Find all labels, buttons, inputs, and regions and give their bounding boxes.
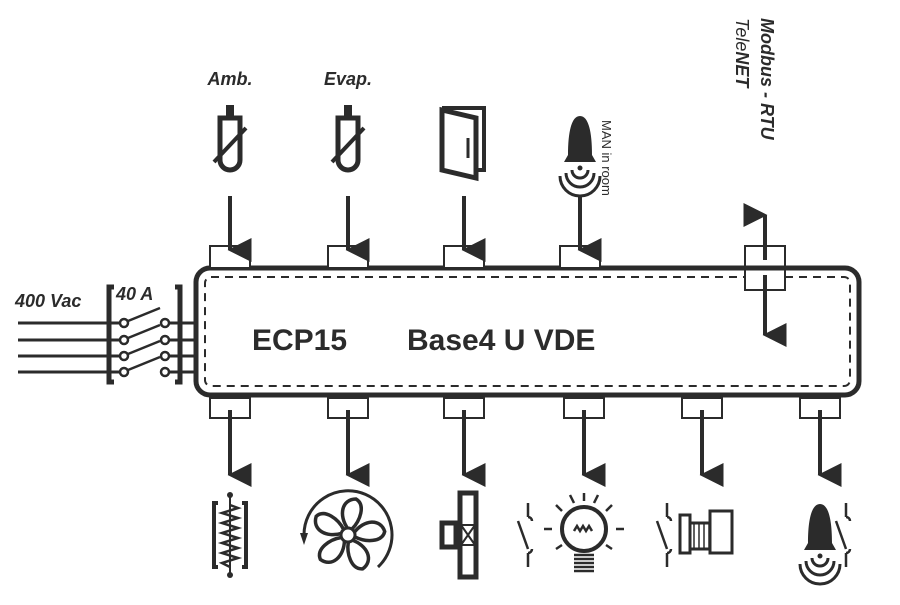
outputs [209,397,852,586]
output-room-light [516,397,624,573]
output-defrost-heater [209,397,252,578]
modbus-protocol-label: Modbus - RTU [757,18,777,141]
inputs: Amb. Evap. MAN in room [207,69,614,269]
output-solenoid-valve [439,397,486,580]
valve-icon [439,490,479,580]
circuit-breaker-icon [106,284,183,385]
input-man-in-room: MAN in room [558,116,614,269]
controller-model: ECP15 [252,324,347,357]
door-icon [439,106,486,182]
supply-voltage-label: 400 Vac [14,291,81,311]
power-supply: 400 Vac 40 A [14,284,196,385]
compressor-icon [678,509,734,555]
input-ambient-probe: Amb. [207,69,253,269]
output-compressor-pump [655,397,734,567]
breaker-rating-label: 40 A [115,284,153,304]
telenet-brand: TeleNET [732,18,752,89]
communication-port: TeleNET Modbus - RTU [732,18,787,347]
fan-icon [300,489,394,571]
relay-contact-icon [655,503,673,567]
controller-variant: Base4 U VDE [407,324,595,357]
alarm-bell-icon [798,504,842,586]
heater-resistor-icon [212,492,248,578]
input-evaporator-probe: Evap. [324,69,372,269]
input-label: MAN in room [599,120,614,196]
input-door-switch [439,106,486,269]
alarm-bell-icon [558,116,602,198]
output-alarm [798,397,852,586]
input-label: Evap. [324,69,372,89]
output-evaporator-fan [300,397,394,571]
controller-box: ECP15 Base4 U VDE [193,265,862,398]
temperature-probe-icon [330,105,366,173]
input-label: Amb. [207,69,253,89]
light-bulb-icon [544,493,624,573]
relay-contact-icon [516,503,534,567]
phase-lines [18,321,196,374]
relay-contact-icon [834,503,852,567]
temperature-probe-icon [212,105,248,173]
